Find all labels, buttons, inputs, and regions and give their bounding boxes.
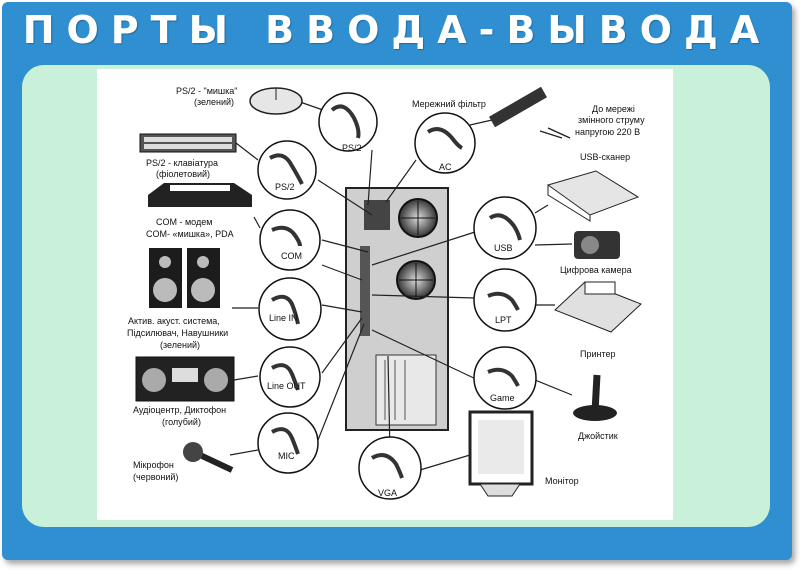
svg-text:(фіолетовий): (фіолетовий) [156,169,210,179]
printer-icon [554,281,642,333]
device-label-audio: Аудіоцентр, Диктофон (голубий) [133,405,226,427]
port-label-ps2-bottom: PS/2 [275,182,295,192]
svg-text:Принтер: Принтер [580,349,616,359]
svg-text:COM- «мишка», PDA: COM- «мишка», PDA [146,229,234,239]
poster-title: ПОРТЫ ВВОДА-ВЫВОДА [22,8,772,52]
svg-text:(червоний): (червоний) [133,472,178,482]
cable-icons [269,104,522,479]
device-label-scanner: USB-сканер [580,152,630,162]
scanner-icon [546,170,640,222]
power-strip-icon [489,86,571,139]
device-label-camera: Цифрова камера [560,265,632,275]
svg-text:Підсилювач, Навушники: Підсилювач, Навушники [127,328,228,338]
svg-text:Мережний фільтр: Мережний фільтр [412,99,486,109]
port-label-ac: AC [439,162,452,172]
svg-text:Цифрова камера: Цифрова камера [560,265,632,275]
device-label-monitor: Монітор [545,476,579,486]
svg-text:PS/2 - "мишка": PS/2 - "мишка" [176,86,237,96]
svg-text:Джойстик: Джойстик [578,431,618,441]
device-label-filter: Мережний фільтр [412,99,486,109]
system-unit [345,187,449,431]
svg-text:(зелений): (зелений) [194,97,234,107]
device-label-mic: Мікрофон (червоний) [133,460,178,482]
svg-text:змінного струму: змінного струму [578,115,645,125]
monitor-icon [468,410,534,497]
port-label-ps2-top: PS/2 [342,143,362,153]
port-label-line-in: Line IN [269,313,298,323]
svg-text:До мережі: До мережі [592,104,635,114]
keyboard-icon [139,133,237,153]
port-circles [257,92,537,500]
modem-icon [148,183,252,207]
port-label-lpt: LPT [495,315,512,325]
device-label-keyboard: PS/2 - клавіатура (фіолетовий) [146,158,218,179]
svg-text:напругою 220 В: напругою 220 В [575,127,640,137]
port-label-usb: USB [494,243,513,253]
device-label-mouse: PS/2 - "мишка" (зелений) [176,86,237,107]
device-label-mains: До мережі змінного струму напругою 220 В [575,104,645,137]
camera-icon [574,231,620,259]
svg-text:Монітор: Монітор [545,476,579,486]
device-label-joystick: Джойстик [578,431,618,441]
svg-text:Аудіоцентр, Диктофон: Аудіоцентр, Диктофон [133,405,226,415]
microphone-icon [183,442,234,473]
device-label-speakers: Актив. акуст. система, Підсилювач, Навуш… [127,316,228,350]
svg-text:Мікрофон: Мікрофон [133,460,174,470]
boombox-icon [135,356,235,402]
port-label-mic: MIC [278,451,295,461]
svg-text:Актив. акуст. система,: Актив. акуст. система, [128,316,220,326]
port-label-vga: VGA [378,488,397,498]
port-label-game: Game [490,393,515,403]
device-label-com: COM - модем COM- «мишка», PDA [146,217,234,239]
device-label-printer: Принтер [580,349,616,359]
svg-text:USB-сканер: USB-сканер [580,152,630,162]
svg-text:PS/2 - клавіатура: PS/2 - клавіатура [146,158,218,168]
port-label-com: COM [281,251,302,261]
svg-text:(зелений): (зелений) [160,340,200,350]
speakers-icon [149,248,220,308]
joystick-icon [573,374,617,421]
svg-text:(голубий): (голубий) [162,417,201,427]
svg-text:COM - модем: COM - модем [156,217,212,227]
mouse-icon [249,87,303,115]
port-label-line-out: Line OUT [267,381,306,391]
